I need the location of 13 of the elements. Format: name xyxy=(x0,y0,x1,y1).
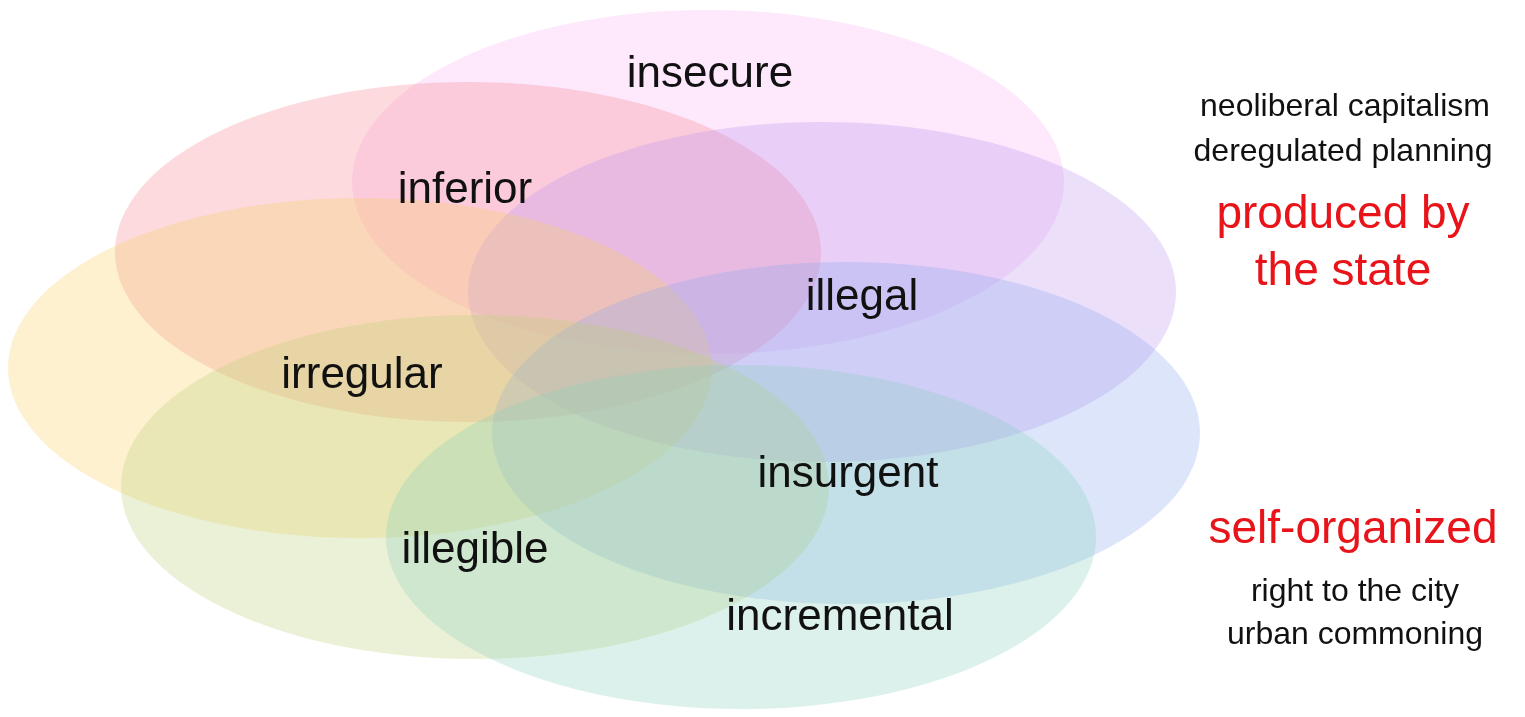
set-label: insecure xyxy=(626,50,794,94)
annotation-text: urban commoning xyxy=(1226,614,1484,652)
set-label: illegible xyxy=(401,526,549,570)
set-label: illegal xyxy=(805,273,919,317)
set-label: insurgent xyxy=(757,450,939,494)
annotation-text: right to the city xyxy=(1250,571,1460,609)
set-label: incremental xyxy=(726,593,954,637)
set-label: irregular xyxy=(281,351,443,395)
set-label: inferior xyxy=(397,166,533,210)
heading-text: produced by the state xyxy=(1215,184,1471,297)
annotation-text: deregulated planning xyxy=(1193,131,1493,169)
heading-text: self-organized xyxy=(1208,500,1498,554)
annotation-text: neoliberal capitalism xyxy=(1200,86,1490,124)
